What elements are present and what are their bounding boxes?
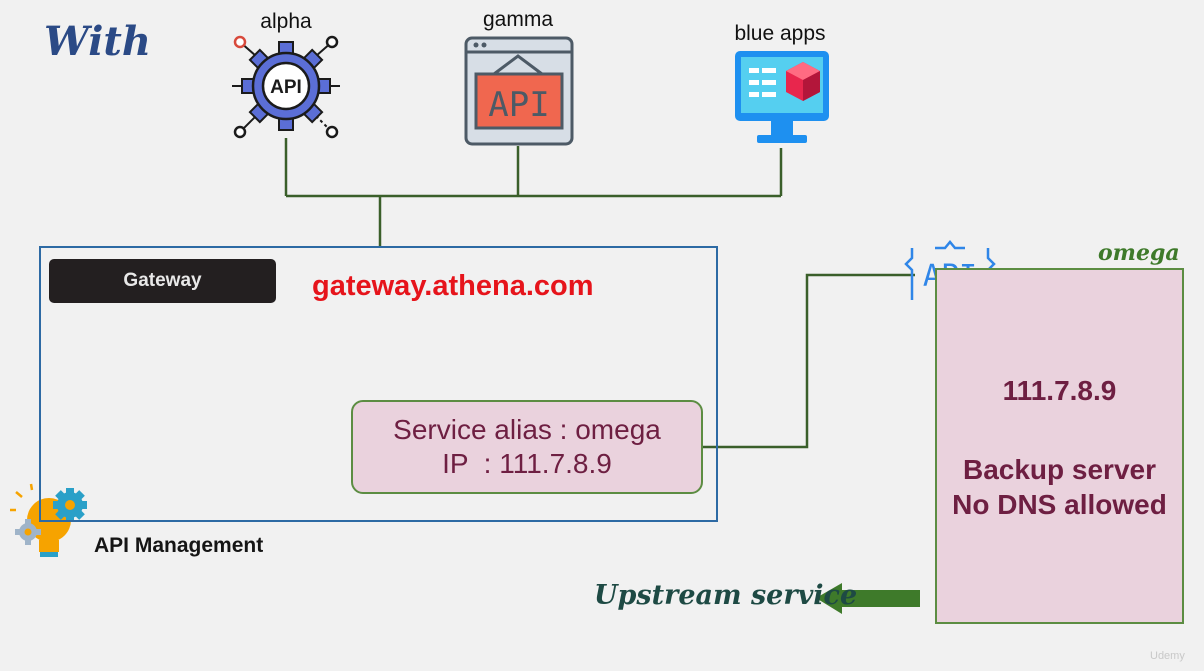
api-window-icon: API [464, 36, 574, 146]
svg-text:API: API [270, 77, 302, 98]
omega-label: omega [1098, 240, 1180, 266]
consumer-connectors [284, 138, 783, 246]
svg-text:API: API [488, 85, 549, 125]
consumer-label-blue-apps: blue apps [734, 22, 826, 45]
gateway-badge: Gateway [49, 259, 276, 303]
consumer-label-gamma: gamma [482, 8, 554, 31]
omega-server-box [935, 268, 1184, 624]
api-gear-icon: API [232, 35, 340, 139]
api-management-label: API Management [94, 534, 264, 557]
gateway-host: gateway.athena.com [312, 270, 594, 302]
gateway-box [39, 246, 718, 522]
omega-desc-line1: Backup server [962, 454, 1156, 485]
omega-description: Backup server No DNS allowed [935, 452, 1184, 522]
omega-desc-line2: No DNS allowed [952, 489, 1167, 520]
service-alias-box: Service alias : omega IP : 111.7.8.9 [351, 400, 703, 494]
service-alias-line: Service alias : omega [393, 414, 661, 445]
consumer-label-alpha: alpha [260, 10, 312, 33]
title-with: With [44, 18, 151, 65]
watermark: Udemy [1150, 650, 1185, 662]
upstream-service-label: Upstream service [594, 580, 858, 611]
upstream-arrow [816, 583, 920, 614]
service-ip-line: IP : 111.7.8.9 [442, 448, 612, 479]
service-to-omega-connector [703, 273, 915, 449]
monitor-cube-icon [735, 51, 829, 143]
omega-ip: 111.7.8.9 [1002, 375, 1117, 406]
